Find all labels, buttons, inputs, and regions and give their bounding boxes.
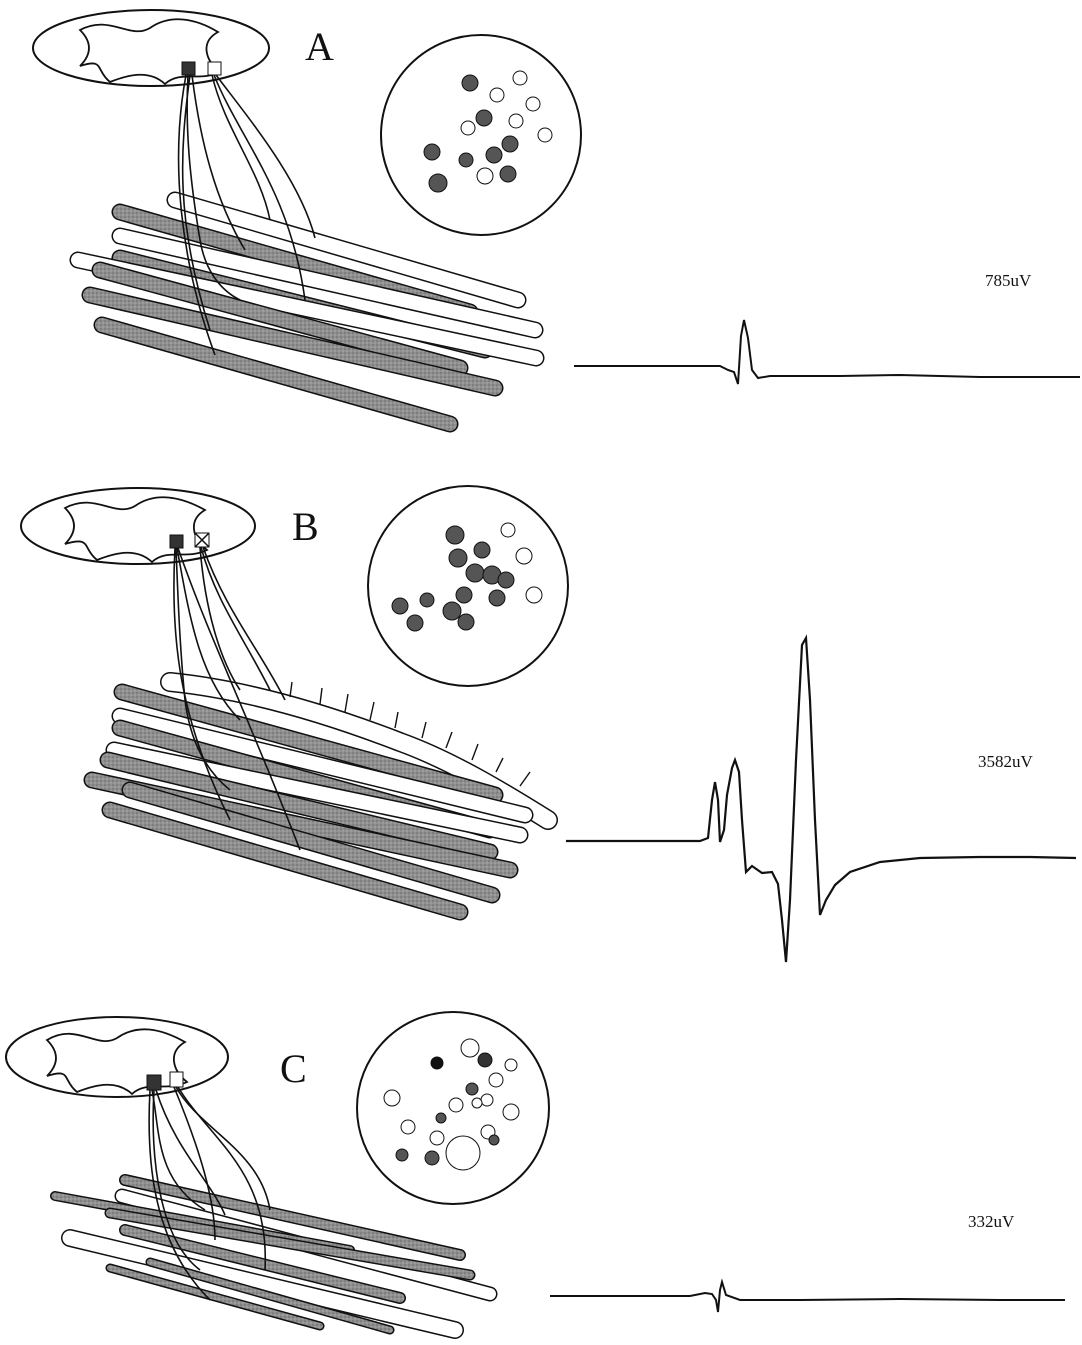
fiber-cross-section-c — [357, 1012, 549, 1204]
emg-trace-a — [574, 320, 1080, 384]
panel-label-c: C — [280, 1046, 307, 1091]
panel-label-b: B — [292, 504, 319, 549]
fiber-cross-section-a — [381, 35, 581, 235]
amplitude-label-a: 785uV — [985, 271, 1032, 290]
panel-label-a: A — [305, 24, 334, 69]
panel-a: A — [33, 10, 1080, 424]
emg-trace-b — [566, 638, 1076, 962]
emg-trace-c — [550, 1282, 1065, 1312]
fiber-cross-section-b — [368, 486, 568, 686]
amplitude-label-b: 3582uV — [978, 752, 1034, 771]
spinal-cord-cross-section-c — [6, 1017, 228, 1097]
fiber-bundle-c — [55, 1180, 490, 1330]
panel-b: B — [21, 486, 1076, 962]
panel-c: C — [6, 1012, 1065, 1330]
spinal-cord-cross-section-a — [33, 10, 269, 86]
fiber-bundle-b — [92, 682, 548, 912]
amplitude-label-c: 332uV — [968, 1212, 1015, 1231]
spinal-cord-cross-section-b — [21, 488, 255, 564]
